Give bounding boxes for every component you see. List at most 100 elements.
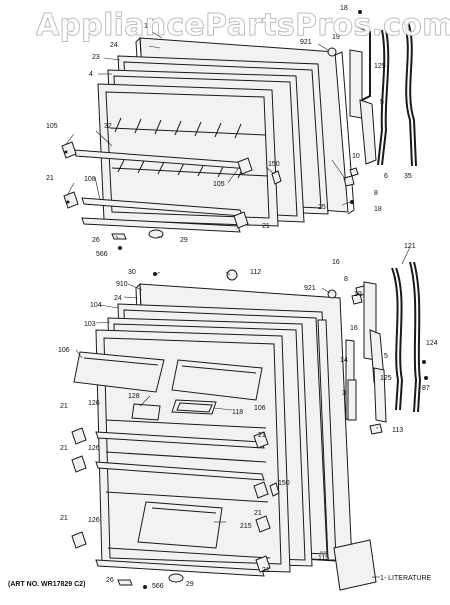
label-112: 112 xyxy=(250,269,261,276)
literature-label: 1- LITERATURE xyxy=(380,575,432,582)
label-105-right: 105 xyxy=(213,181,225,188)
bracket-26 xyxy=(111,233,127,240)
label-32: 32 xyxy=(104,123,112,130)
screw-18-lower xyxy=(350,200,354,204)
label-104: 104 xyxy=(90,302,102,309)
label-18: 18 xyxy=(340,5,348,12)
label-921: 921 xyxy=(300,39,312,46)
label-566: 566 xyxy=(96,251,108,258)
label-26: 26 xyxy=(92,237,100,244)
label-21-d: 21 xyxy=(60,445,68,452)
label-4: 4 xyxy=(89,71,93,78)
label-29: 29 xyxy=(180,237,188,244)
label-21-right: 21 xyxy=(262,223,270,230)
leader-lines xyxy=(65,29,411,578)
handle-strip xyxy=(349,49,363,119)
label-128: 128 xyxy=(128,393,140,400)
part-10 xyxy=(349,167,359,177)
label-921-lower: 921 xyxy=(304,285,316,292)
trim-125-lower xyxy=(373,367,387,423)
label-566-lower: 566 xyxy=(152,583,164,590)
label-6: 6 xyxy=(384,173,388,180)
label-124: 124 xyxy=(426,340,438,347)
dairy-door-106-left xyxy=(73,351,165,393)
literature-booklet xyxy=(333,539,377,591)
label-106: 106 xyxy=(58,347,70,354)
handle-bar-6 xyxy=(377,29,386,166)
label-21-h: 21 xyxy=(262,567,270,574)
tray-128 xyxy=(131,403,161,421)
label-16: 16 xyxy=(332,259,340,266)
label-125-lower: 125 xyxy=(380,375,392,382)
shelf-bar-126-a xyxy=(95,431,265,449)
label-10: 10 xyxy=(352,153,360,160)
shelf-bar-126-b xyxy=(95,461,265,481)
label-5-lower: 5 xyxy=(384,353,388,360)
label-126-c: 126 xyxy=(88,517,100,524)
end-cap-105 xyxy=(61,141,77,159)
label-21-e: 21 xyxy=(258,432,266,439)
end-cap-21-right xyxy=(233,211,249,229)
label-105: 105 xyxy=(46,123,58,130)
label-19: 19 xyxy=(332,34,340,41)
label-26-lower: 26 xyxy=(106,577,114,584)
bin-215 xyxy=(137,501,223,549)
label-126-b: 126 xyxy=(88,445,100,452)
label-14: 14 xyxy=(340,357,348,364)
hinge-150-lower xyxy=(269,482,280,497)
roller-29 xyxy=(148,229,164,239)
label-103: 103 xyxy=(84,321,96,328)
label-118: 118 xyxy=(232,409,243,416)
plug-921-lower xyxy=(327,289,337,299)
label-16-lower: 16 xyxy=(350,325,358,332)
label-25: 25 xyxy=(318,204,326,211)
dairy-door-106-right xyxy=(171,359,263,401)
label-125: 125 xyxy=(374,63,386,70)
label-29-lower: 29 xyxy=(186,581,194,588)
hinge-150 xyxy=(271,170,282,185)
label-113: 113 xyxy=(392,427,403,434)
label-24-lower: 24 xyxy=(114,295,122,302)
label-5: 5 xyxy=(380,99,384,106)
label-35: 35 xyxy=(404,173,412,180)
end-cap-21-a xyxy=(71,427,87,445)
screw-30 xyxy=(153,272,157,276)
screw-566-lower xyxy=(143,585,147,589)
fresh-food-door-assembly xyxy=(71,261,428,591)
screw-87 xyxy=(424,376,428,380)
label-215: 215 xyxy=(240,523,252,530)
label-3: 3 xyxy=(342,390,346,397)
watermark: AppliancePartsPros.com xyxy=(36,8,450,44)
screw-18 xyxy=(358,10,362,14)
screw-566 xyxy=(118,246,122,250)
part-8 xyxy=(343,175,355,187)
label-30: 30 xyxy=(128,269,136,276)
label-18-lower: 18 xyxy=(374,206,382,213)
label-87: 87 xyxy=(422,385,430,392)
label-108: 108 xyxy=(84,176,96,183)
label-8: 8 xyxy=(374,190,378,197)
label-23: 23 xyxy=(92,54,100,61)
freezer-door-assembly xyxy=(61,10,417,250)
label-21-g: 21 xyxy=(60,515,68,522)
label-121: 121 xyxy=(404,243,416,250)
end-cap-21-c xyxy=(71,531,87,549)
label-10-lower: 10 xyxy=(354,291,362,298)
label-126: 126 xyxy=(88,400,100,407)
art-number-caption: (ART NO. WR17829 C2) xyxy=(8,581,86,588)
end-cap-21-b xyxy=(71,455,87,473)
label-21: 21 xyxy=(46,175,54,182)
handle-125 xyxy=(355,25,371,101)
part-10-lower xyxy=(351,293,363,305)
callout-labels: 18 24 23 4 921 18 19 125 105 32 21 108 1… xyxy=(46,5,438,590)
label-21-c: 21 xyxy=(60,403,68,410)
label-8-lower: 8 xyxy=(344,276,348,283)
label-24: 24 xyxy=(110,42,118,49)
screw-124 xyxy=(422,360,426,364)
roller-29-lower xyxy=(168,573,184,583)
handle-bar-35 xyxy=(403,21,413,167)
part-113 xyxy=(369,423,383,435)
bracket-26-lower xyxy=(117,579,133,586)
handle-bar-121 xyxy=(391,267,400,411)
